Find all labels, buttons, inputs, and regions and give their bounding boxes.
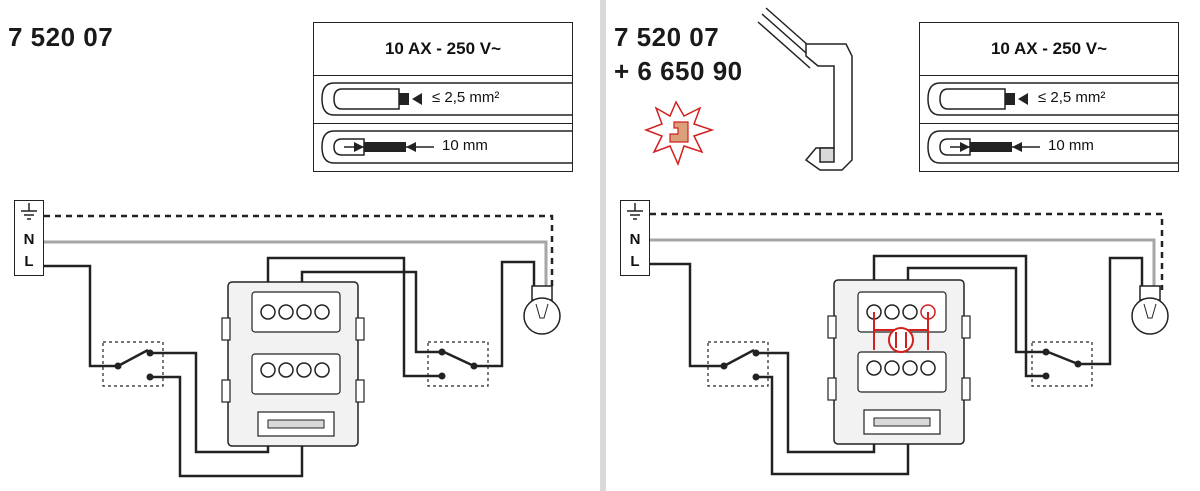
- line-label: L: [630, 253, 640, 270]
- neutral-wire: [650, 238, 1156, 290]
- spec-box: 10 AX - 250 V~ ≤ 2,5 mm² 10 mm: [919, 22, 1179, 172]
- rating-label: 10 AX - 250 V~: [314, 23, 572, 76]
- wire-section-row: ≤ 2,5 mm²: [314, 75, 572, 124]
- stripped-wire-icon: [321, 130, 572, 164]
- ground-icon: [21, 203, 37, 220]
- earth-wire: [650, 212, 1164, 290]
- right-wiring-panel: 7 520 07 + 6 650 90 10 AX - 250 V~ ≤ 2,5…: [606, 0, 1200, 491]
- module: [827, 279, 971, 445]
- ground-icon: [627, 203, 643, 220]
- supply-terminal: N L: [620, 200, 650, 276]
- cable-icon: [927, 82, 1178, 116]
- neutral-wire: [44, 240, 548, 290]
- traveller-wires: [150, 256, 442, 478]
- section-label: ≤ 2,5 mm²: [432, 89, 500, 106]
- cable-icon: [321, 82, 572, 116]
- section-label: ≤ 2,5 mm²: [1038, 89, 1106, 106]
- switched-line-wire: [474, 260, 536, 368]
- earth-wire: [44, 214, 554, 290]
- strip-length-row: 10 mm: [314, 123, 572, 171]
- line-wire: [44, 264, 118, 368]
- panel-divider: [600, 0, 606, 491]
- supply-terminal: N L: [14, 200, 44, 276]
- line-label: L: [24, 253, 34, 270]
- bridge-clip-icon: [643, 100, 715, 167]
- mounting-clip-icon: [757, 7, 853, 171]
- module: [221, 281, 365, 447]
- lamp-icon: [523, 285, 561, 335]
- strip-label: 10 mm: [1048, 137, 1094, 154]
- product-code: 7 520 07: [614, 22, 720, 52]
- left-wiring-panel: 7 520 07 10 AX - 250 V~ ≤ 2,5 mm²: [8, 22, 573, 478]
- neutral-label: N: [629, 231, 641, 248]
- line-wire: [650, 262, 724, 368]
- spec-box: 10 AX - 250 V~ ≤ 2,5 mm² 10 mm: [313, 22, 573, 172]
- switch-right: [427, 341, 489, 387]
- traveller-wires: [756, 254, 1046, 476]
- bridge-jumper: [873, 312, 929, 353]
- product-code: 7 520 07: [8, 22, 114, 52]
- lamp-icon: [1131, 285, 1169, 335]
- strip-length-row: 10 mm: [920, 123, 1178, 171]
- switch-left: [707, 341, 769, 387]
- accessory-code: + 6 650 90: [614, 56, 743, 86]
- wire-section-row: ≤ 2,5 mm²: [920, 75, 1178, 124]
- switch-left: [102, 341, 164, 387]
- strip-label: 10 mm: [442, 137, 488, 154]
- rating-label: 10 AX - 250 V~: [920, 23, 1178, 76]
- stripped-wire-icon: [927, 130, 1178, 164]
- neutral-label: N: [23, 231, 35, 248]
- switched-line-wire: [1078, 256, 1144, 366]
- switch-right: [1031, 341, 1093, 387]
